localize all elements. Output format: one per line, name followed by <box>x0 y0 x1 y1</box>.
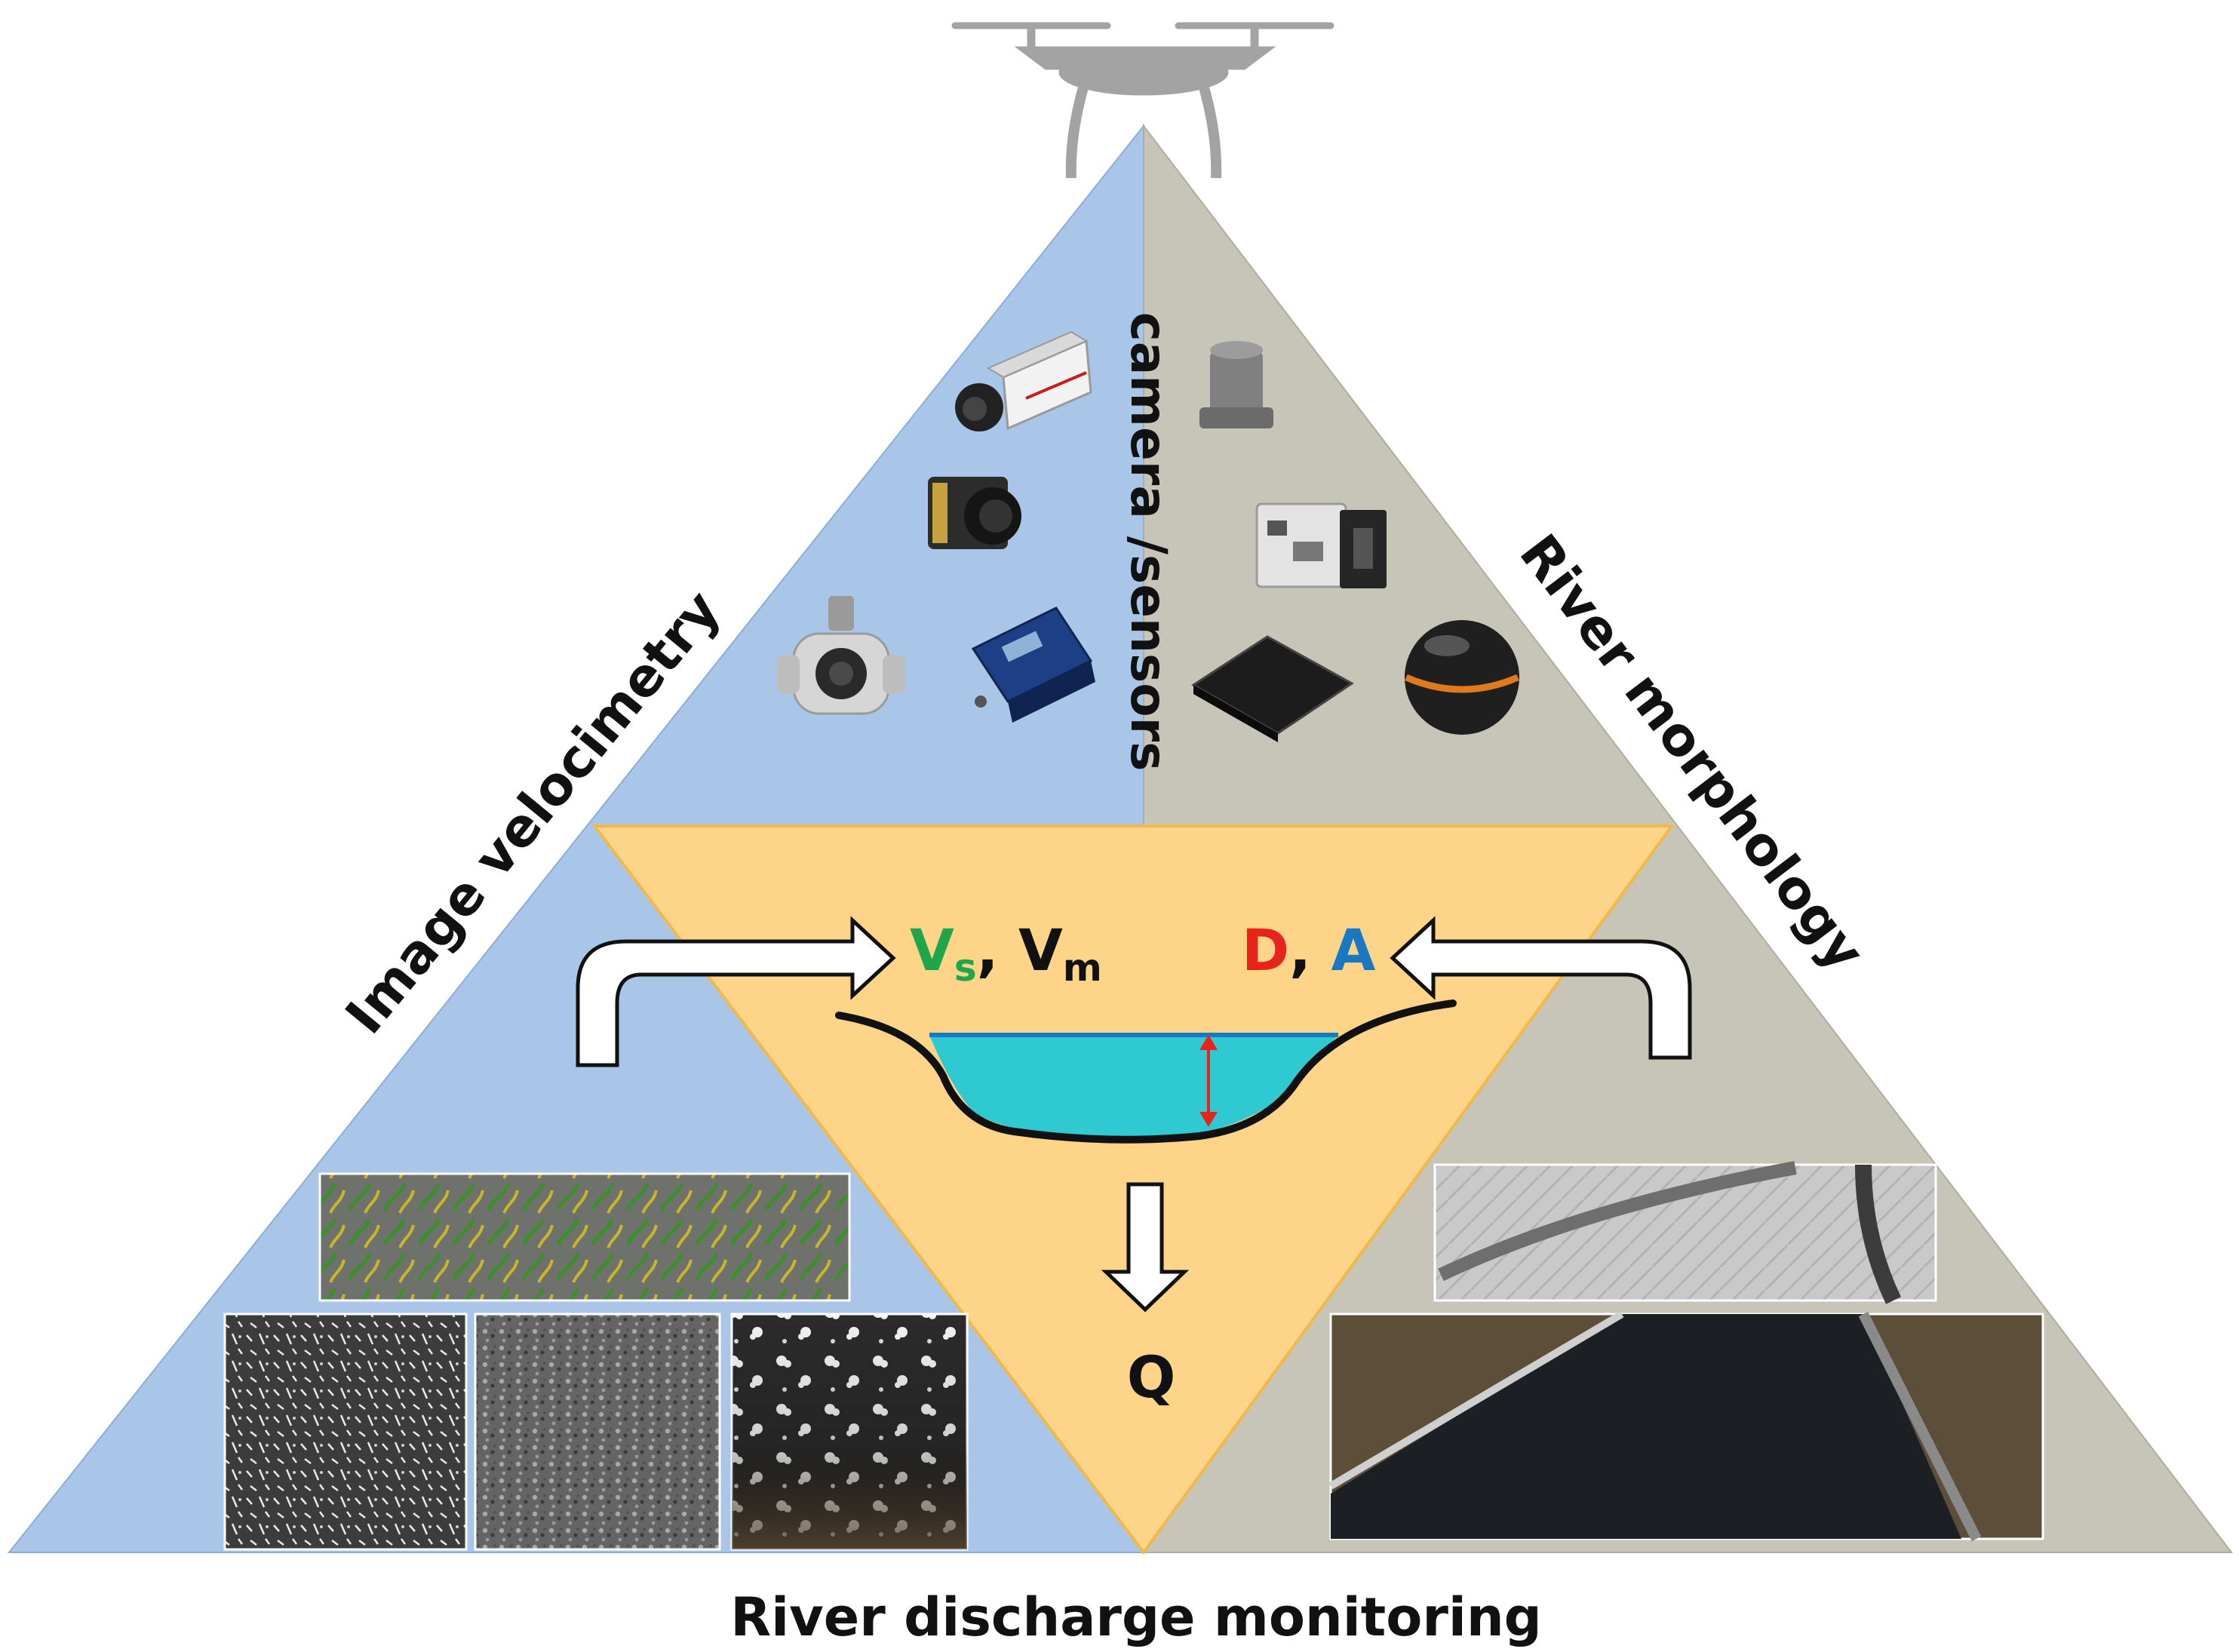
river-cross-section <box>835 999 1457 1144</box>
discharge-label: Q <box>1127 1343 1176 1411</box>
velocity-v: V <box>910 917 954 984</box>
velocity-label: Vs, Vm <box>910 917 1102 990</box>
radar-chip-icon <box>1191 635 1354 742</box>
scanner-sensor-icon <box>1255 502 1387 588</box>
thermal-camera-icon <box>928 477 1021 549</box>
geometry-label: D, A <box>1242 917 1375 984</box>
velocity-separator: , <box>977 917 1018 984</box>
industrial-camera-icon <box>955 330 1092 431</box>
base-caption: River discharge monitoring <box>730 1586 1542 1648</box>
center-vertical-label: camera /sensors <box>1120 312 1178 772</box>
velocity-input-arrow <box>576 916 896 1067</box>
riverbed-line <box>835 999 1457 1144</box>
area-a: A <box>1331 917 1375 984</box>
water-body <box>929 1035 1338 1141</box>
velocity-v-mean: V <box>1018 917 1063 984</box>
geometry-separator: , <box>1289 917 1331 984</box>
gimbal-camera-icon <box>777 596 905 715</box>
geometry-input-arrow <box>1390 916 1692 1060</box>
ptv-image-2 <box>474 1313 721 1551</box>
quadcopter-drone-icon <box>951 22 1334 179</box>
morphology-images <box>1328 1161 2044 1542</box>
ptv-image-1 <box>223 1313 468 1551</box>
trajectory-image <box>318 1172 851 1302</box>
velocity-m-subscript: m <box>1063 946 1102 990</box>
data-logger-icon <box>971 606 1095 723</box>
sonar-sphere-icon <box>1405 620 1519 735</box>
depth-d: D <box>1242 917 1289 984</box>
lidar-sensor-icon <box>1199 341 1273 428</box>
depth-arrow <box>1199 1035 1218 1127</box>
discharge-output-arrow <box>1101 1182 1190 1313</box>
velocity-s-subscript: s <box>954 946 977 990</box>
velocimetry-images <box>223 1172 969 1551</box>
